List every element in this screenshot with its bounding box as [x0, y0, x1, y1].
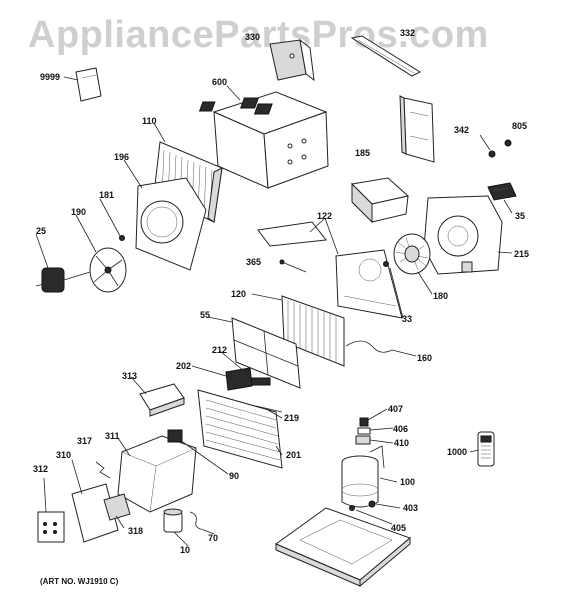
callout-90: 90	[229, 471, 240, 481]
callout-100: 100	[400, 477, 416, 487]
callout-201: 201	[286, 450, 302, 460]
capacitor-10-part	[163, 508, 183, 533]
front-grille-201-part	[197, 389, 283, 469]
callout-330: 330	[245, 32, 261, 42]
bulkhead-122-part	[257, 221, 403, 319]
air-filter-55-part	[231, 317, 301, 389]
cover-185-part	[350, 177, 410, 224]
callout-196: 196	[114, 152, 130, 162]
callout-120: 120	[231, 289, 247, 299]
callout-318: 318	[128, 526, 144, 536]
callout-70: 70	[208, 533, 219, 543]
callout-35: 35	[515, 211, 526, 221]
callout-332: 332	[400, 28, 416, 38]
panel-219-part	[255, 405, 283, 413]
control-box-311-part	[117, 435, 197, 513]
harness-317-part	[95, 461, 111, 479]
callout-407: 407	[388, 404, 404, 414]
valve-407-part	[359, 417, 369, 427]
leader-lines	[35, 76, 513, 547]
stud-405-part	[349, 505, 355, 511]
callout-55: 55	[200, 310, 211, 320]
callout-212: 212	[212, 345, 228, 355]
callout-310: 310	[56, 450, 72, 460]
rod-365-part	[279, 259, 307, 273]
callout-181: 181	[99, 190, 115, 200]
control-board-35-part	[487, 182, 517, 201]
compressor-100-part	[341, 445, 385, 508]
callout-219: 219	[284, 413, 300, 423]
valve-410-part	[355, 435, 371, 445]
callout-10: 10	[180, 545, 191, 555]
callout-122: 122	[317, 211, 333, 221]
callout-405: 405	[391, 523, 407, 533]
callout-317: 317	[77, 436, 93, 446]
cover-plate-313-part	[139, 383, 185, 417]
blower-wheel-180-part	[393, 233, 431, 275]
callout-1000: 1000	[447, 447, 468, 457]
callout-202: 202	[176, 361, 192, 371]
condenser-coil-120-part	[281, 295, 345, 367]
callout-190: 190	[71, 207, 87, 217]
clip-181-part	[119, 235, 125, 241]
rail-332-part	[350, 35, 422, 77]
switch-90-part	[167, 429, 183, 443]
louver-202-part	[225, 367, 253, 391]
callout-311: 311	[105, 431, 120, 441]
bracket-318-part	[103, 493, 131, 521]
owners-manual-part	[75, 67, 102, 102]
callout-805: 805	[512, 121, 528, 131]
callout-215: 215	[514, 249, 530, 259]
fan-motor-25-part	[35, 267, 91, 293]
wire-70-part	[189, 511, 205, 531]
panel-310-part	[71, 483, 119, 543]
callout-180: 180	[433, 291, 449, 301]
tubing-160-part	[345, 340, 393, 353]
nameplate-312-part	[37, 511, 65, 543]
watermark: AppliancePartsPros.com	[28, 14, 489, 56]
callout-406: 406	[393, 424, 409, 434]
callout-365: 365	[246, 257, 262, 267]
callout-410: 410	[394, 438, 410, 448]
callout-185: 185	[355, 148, 371, 158]
screws-805-part	[488, 139, 512, 158]
side-panel-342-part	[399, 95, 435, 163]
blower-housing-215-part	[423, 195, 503, 275]
base-pan-part	[274, 507, 411, 588]
shroud-196-part	[135, 177, 207, 271]
callout-9999: 9999	[40, 72, 61, 82]
callout-600: 600	[212, 77, 228, 87]
callout-313: 313	[122, 371, 138, 381]
callout-33: 33	[402, 314, 413, 324]
callout-25: 25	[36, 226, 47, 236]
fan-blade-190-part	[89, 247, 127, 293]
callout-403: 403	[403, 503, 419, 513]
cabinet-600-part	[198, 91, 329, 189]
bracket-330-part	[269, 38, 315, 82]
clip-33-part	[383, 261, 389, 267]
art-number-note: (ART NO. WJ1910 C)	[40, 577, 119, 586]
remote-control-1000-part	[477, 431, 495, 467]
callout-160: 160	[417, 353, 433, 363]
valve-406-part	[357, 427, 371, 435]
grommet-403-part	[368, 500, 376, 508]
callout-110: 110	[142, 116, 157, 126]
callout-342: 342	[454, 125, 470, 135]
callout-312: 312	[33, 464, 49, 474]
